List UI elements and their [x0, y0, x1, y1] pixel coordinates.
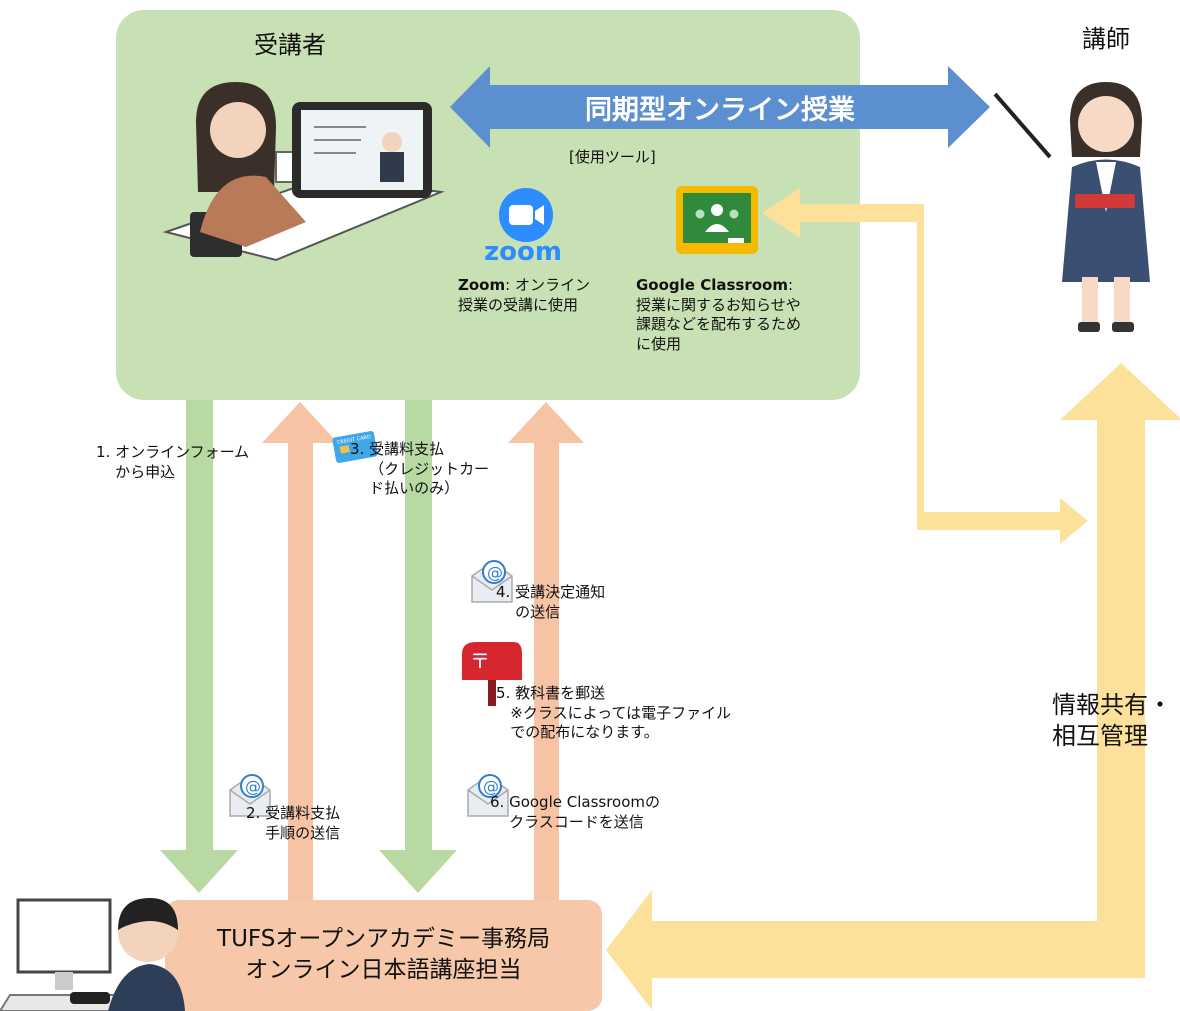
step2-arrow	[262, 402, 338, 900]
classroom-link-arrow	[762, 188, 1088, 544]
credit-card-icon: CREDIT CARD	[332, 431, 378, 463]
office-title: TUFSオープンアカデミー事務局オンライン日本語講座担当	[165, 924, 602, 986]
zoom-name: Zoom	[458, 276, 506, 294]
step1-arrow	[160, 400, 238, 893]
office-line2: オンライン日本語講座担当	[245, 957, 522, 984]
classroom-name: Google Classroom	[636, 276, 788, 294]
sync-class-arrow	[450, 66, 990, 148]
zoom-desc-2: 授業の受講に使用	[458, 295, 579, 314]
office-line1: TUFSオープンアカデミー事務局	[217, 926, 550, 952]
zoom-desc-1: : オンライン	[505, 276, 590, 294]
zoom-logo-text: zoom	[484, 237, 562, 267]
teacher-illustration-icon	[993, 82, 1150, 332]
zoom-logo-icon	[499, 188, 553, 242]
step3-label: 3. 受講料支払 （クレジットカー ド払いのみ）	[350, 440, 490, 497]
svg-text:@: @	[245, 777, 261, 796]
classroom-desc-1: :	[787, 276, 794, 294]
step456-arrow	[508, 402, 584, 900]
svg-text:@: @	[487, 563, 503, 582]
svg-text:@: @	[483, 777, 499, 796]
google-classroom-logo-icon	[676, 186, 758, 254]
classroom-desc-2: 授業に関するお知らせや	[636, 295, 801, 314]
classroom-description: Google Classroom:授業に関するお知らせや課題などを配布するために…	[636, 276, 801, 354]
card-text: CREDIT CARD	[337, 434, 372, 446]
step5-label: 5. 教科書を郵送 ※クラスによっては電子ファイル での配布になります。	[496, 684, 732, 741]
step1-label: 1. オンラインフォーム から申込	[96, 443, 250, 481]
student-illustration-icon	[162, 82, 445, 262]
classroom-desc-4: に使用	[636, 334, 682, 353]
office-staff-illustration-icon	[0, 898, 185, 1011]
step3-arrow	[379, 400, 457, 893]
mailbox-icon: 〒	[462, 642, 522, 706]
office-area	[165, 900, 602, 1011]
info-share-arrow	[606, 363, 1180, 1010]
step4-label: 4. 受講決定通知 の送信	[496, 583, 606, 621]
sync-class-label: 同期型オンライン授業	[585, 95, 855, 126]
email-icon-step6: @	[467, 774, 509, 817]
zoom-description: Zoom: オンライン授業の受講に使用	[458, 276, 590, 315]
step2-label: 2. 受講料支払 手順の送信	[246, 804, 341, 842]
tools-heading: [使用ツール]	[569, 148, 656, 166]
teacher-label: 講師	[1082, 25, 1130, 53]
step6-label: 6. Google Classroomの クラスコードを送信	[490, 793, 661, 831]
email-icon-step4: @	[471, 560, 513, 603]
classroom-desc-3: 課題などを配布するため	[636, 315, 802, 333]
email-icon-step2: @	[229, 774, 271, 817]
svg-text:〒: 〒	[470, 649, 490, 673]
info-share-label: 情報共有・ 相互管理	[1052, 691, 1172, 751]
student-label: 受講者	[254, 31, 326, 59]
